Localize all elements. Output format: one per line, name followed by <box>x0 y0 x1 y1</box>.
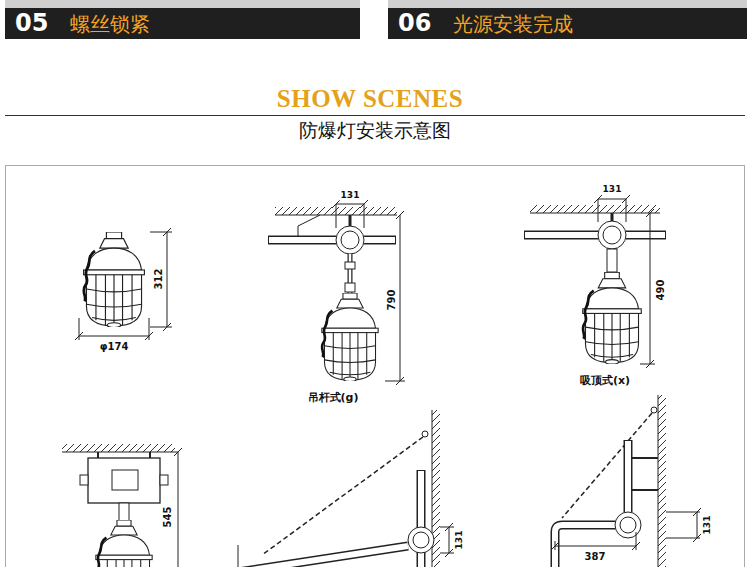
support-chain <box>562 413 652 518</box>
dimension-value: 131 <box>455 530 465 551</box>
lamp-figure <box>84 232 145 327</box>
dimension-tick <box>551 542 640 550</box>
ceiling-hatch <box>530 205 660 213</box>
junction-box <box>336 226 364 254</box>
wall-hatch <box>658 395 666 567</box>
dimension-value: 387 <box>584 551 607 562</box>
section-rule <box>5 115 745 116</box>
dimension-tick <box>693 508 701 542</box>
dimension-tick <box>646 209 654 368</box>
dimension-value: 490 <box>655 279 666 302</box>
ceiling-line <box>530 213 660 214</box>
conduit-pipe-inner <box>238 546 408 567</box>
mount-type-label: 吊杆式(g) <box>307 392 360 404</box>
dimension-line <box>598 199 626 222</box>
junction-box <box>598 221 626 249</box>
lamp-neck <box>119 503 129 521</box>
figure-panel <box>6 166 745 567</box>
dimension-line <box>79 318 149 340</box>
dimension-value: φ174 <box>99 341 130 352</box>
junction-box-cover <box>620 517 636 533</box>
dimension-tick <box>174 448 182 456</box>
rod-coupling <box>345 283 355 292</box>
pipe-bracket <box>632 458 658 490</box>
dimension-tick <box>445 523 453 557</box>
support-chain <box>262 437 423 555</box>
mount-type-label: 吸顶式(x) <box>579 375 631 387</box>
dimension-tick <box>594 195 630 203</box>
lamp-neck <box>607 249 617 272</box>
lamp-figure <box>96 520 152 567</box>
photo-strip <box>388 0 747 8</box>
step-banner: 06 光源安装完成 <box>388 8 747 39</box>
conduit-pipe <box>624 440 633 512</box>
step-number: 05 <box>15 10 48 36</box>
dimension-value: 131 <box>340 191 361 201</box>
conduit-pipe <box>268 236 396 245</box>
dimension-tick <box>75 332 153 340</box>
dimension-value: 312 <box>153 268 164 291</box>
step-label: 螺丝锁紧 <box>70 13 150 35</box>
junction-box-cover <box>341 231 359 249</box>
wall-line <box>658 395 659 567</box>
box-lug <box>80 475 88 485</box>
pipe-bracket <box>298 215 320 236</box>
mount-stem <box>349 215 352 226</box>
dimension-tick <box>396 211 404 385</box>
junction-box-cover <box>112 470 138 490</box>
step-number: 06 <box>398 10 431 36</box>
conduit-pipe-inner <box>625 441 631 512</box>
dimension-value: 545 <box>162 506 173 529</box>
mount-bolt <box>98 452 150 458</box>
junction-box-cover <box>603 226 621 244</box>
box-lug <box>160 475 168 485</box>
dimension-tick <box>332 200 368 208</box>
conduit-pipe <box>238 546 408 567</box>
dimension-line <box>440 527 454 553</box>
dimension-line <box>178 452 179 567</box>
dimension-line <box>385 215 405 381</box>
chain-hook <box>422 431 428 437</box>
lamp-figure <box>322 293 378 381</box>
ceiling-hatch <box>62 444 175 452</box>
step-label: 光源安装完成 <box>453 13 573 35</box>
step-banner: 05 螺丝锁紧 <box>5 8 360 39</box>
dimension-line <box>150 232 172 327</box>
conduit-pipe-inner <box>525 232 665 238</box>
lamp-figure <box>583 272 642 364</box>
dimension-value: 790 <box>386 289 397 312</box>
dimension-line <box>238 545 239 567</box>
rod-coupling <box>345 262 355 269</box>
conduit-pipe-inner <box>269 237 395 243</box>
dimension-line <box>555 532 636 550</box>
junction-box <box>408 527 434 553</box>
photo-strip <box>5 0 360 8</box>
dimension-tick <box>163 228 171 331</box>
dimension-line <box>640 213 655 364</box>
dimension-line <box>666 512 700 538</box>
ceiling-line <box>62 452 178 453</box>
conduit-pipe <box>524 231 666 240</box>
section-title: SHOW SCENES <box>277 85 463 113</box>
junction-box <box>88 458 160 503</box>
dimension-value: 131 <box>703 515 713 536</box>
junction-box <box>615 512 641 538</box>
dimension-value: 131 <box>602 185 623 195</box>
chain-hook <box>651 407 657 413</box>
junction-box-cover <box>413 532 429 548</box>
section-subtitle: 防爆灯安装示意图 <box>298 120 452 141</box>
